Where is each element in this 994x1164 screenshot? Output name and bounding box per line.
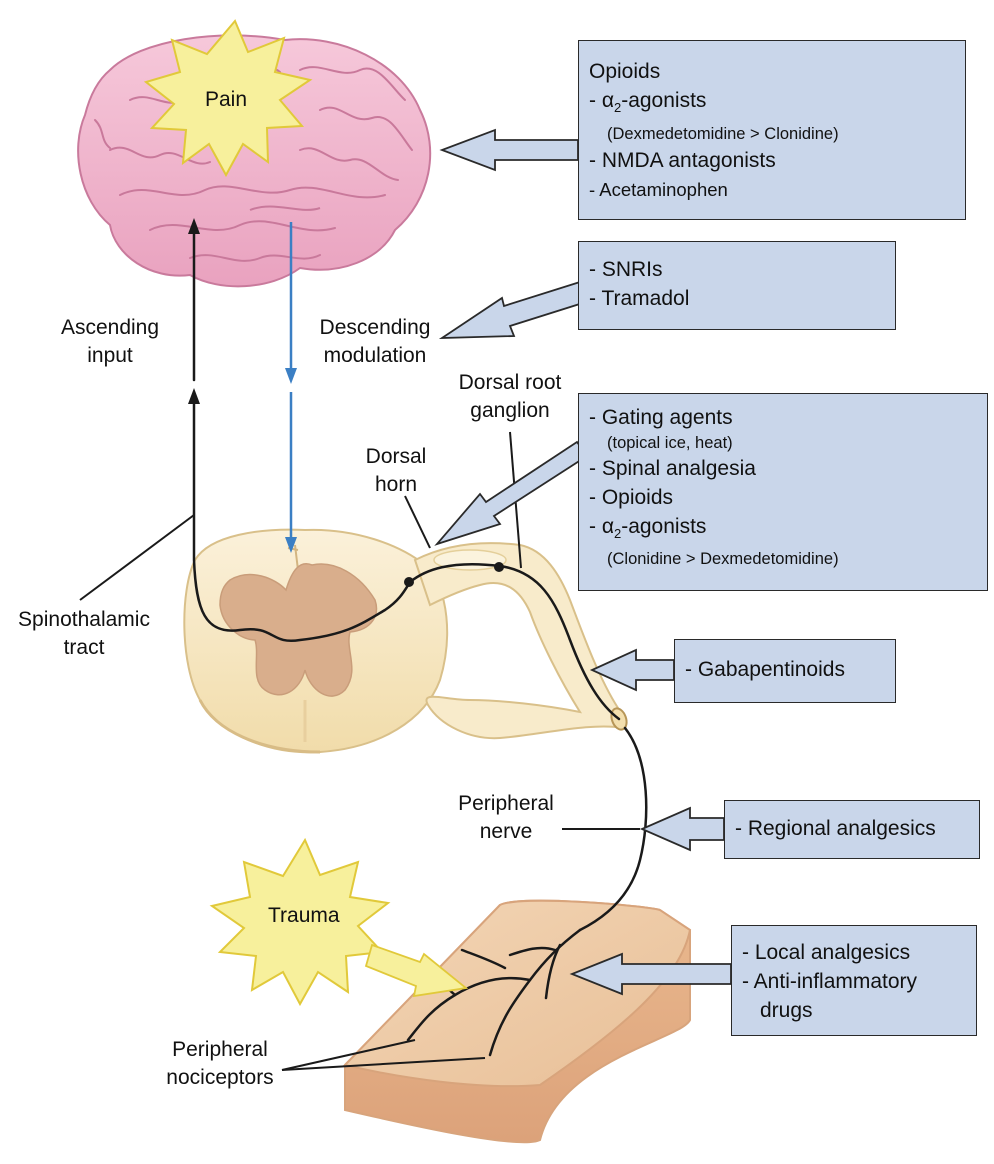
skin-block (343, 899, 692, 1144)
ascending-arrowhead-top (188, 218, 200, 234)
brain-box-alpha-subscript: 2 (613, 100, 622, 116)
brain-box-line-alpha2: - α2-agonists (589, 86, 955, 122)
ganglion-drug-box: - Gabapentinoids (674, 639, 896, 703)
descending-modulation-label: Descending modulation (319, 316, 431, 368)
trauma-starburst (209, 837, 391, 1007)
arrow-trauma (364, 943, 469, 998)
drug-target-arrows (364, 128, 732, 998)
peripheral-nerve-label: Peripheral nerve (458, 792, 554, 844)
dorsal-box-alpha-subscript: 2 (613, 526, 622, 542)
dorsal-box-line-alpha2: - α2-agonists (589, 512, 977, 548)
dorsal-box-alpha2-prefix: - (589, 515, 602, 538)
brain-drug-box: Opioids - α2-agonists (Dexmedetomidine >… (578, 40, 966, 220)
arrow-brain (439, 128, 579, 172)
brain-box-alpha2-suffix: -agonists (621, 89, 707, 112)
dorsal-box-line-gating: - Gating agents (589, 406, 733, 429)
dorsal-horn-label: Dorsal horn (365, 445, 427, 497)
brain-box-line-opioids: Opioids (589, 60, 661, 83)
noci-box-line-local: - Local analgesics (742, 941, 911, 964)
descending-pathway (285, 222, 297, 553)
trauma-label: Trauma (268, 904, 340, 927)
peripheral-nociceptors-label: Peripheral nociceptors (166, 1038, 274, 1090)
dorsal-horn-drug-box: - Gating agents (topical ice, heat) - Sp… (578, 393, 988, 591)
dorsal-root-ganglion-label: Dorsal root ganglion (458, 371, 562, 423)
ascending-input-label: Ascending input (60, 316, 160, 368)
brain-box-line-dexmed: (Dexmedetomidine > Clonidine) (607, 125, 839, 144)
ascending-arrowhead-mid (188, 388, 200, 404)
noci-box-line-antiinflammatory: - Anti-inflammatory (742, 970, 918, 993)
dorsal-box-line-opioids: - Opioids (589, 486, 674, 509)
dorsal-box-alpha2-suffix: -agonists (621, 515, 707, 538)
arrow-descending (438, 280, 588, 339)
nociceptors-drug-box: - Local analgesics - Anti-inflammatory d… (731, 925, 977, 1036)
descending-box-line-tramadol: - Tramadol (589, 287, 690, 310)
dorsal-horn-synapse (404, 577, 414, 587)
pain-starburst (143, 19, 313, 178)
dorsal-box-line-clonidine: (Clonidine > Dexmedetomidine) (607, 550, 839, 569)
spinal-cord (183, 528, 628, 754)
brain-box-alpha-symbol: α (601, 89, 614, 112)
dorsal-box-alpha-symbol: α (601, 515, 614, 538)
nociceptive-pathway (192, 223, 648, 1057)
arrow-nociceptors (569, 952, 732, 996)
arrow-nerve (639, 806, 725, 852)
descending-drug-box: - SNRIs - Tramadol (578, 241, 896, 330)
pain-label: Pain (205, 88, 248, 111)
spinothalamic-tract-label: Spinothalamic tract (18, 608, 150, 660)
dorsal-box-line-ice-heat: (topical ice, heat) (607, 434, 733, 452)
descending-box-line-snris: - SNRIs (589, 258, 663, 281)
ganglion-cell-body (494, 562, 504, 572)
arrow-ganglion (589, 648, 675, 692)
brain-box-alpha2-prefix: - (589, 89, 602, 112)
arrow-dorsal-horn (434, 440, 589, 546)
brain-box-line-nmda: - NMDA antagonists (589, 149, 776, 173)
nerve-drug-box: - Regional analgesics (724, 800, 980, 859)
dorsal-box-line-spinal: - Spinal analgesia (589, 457, 756, 480)
nerve-box-line-regional: - Regional analgesics (735, 817, 936, 840)
noci-box-line-drugs: drugs (760, 999, 813, 1022)
brain-box-line-acetaminophen: - Acetaminophen (589, 179, 728, 201)
ganglion-box-line-gabapentinoids: - Gabapentinoids (685, 658, 845, 681)
